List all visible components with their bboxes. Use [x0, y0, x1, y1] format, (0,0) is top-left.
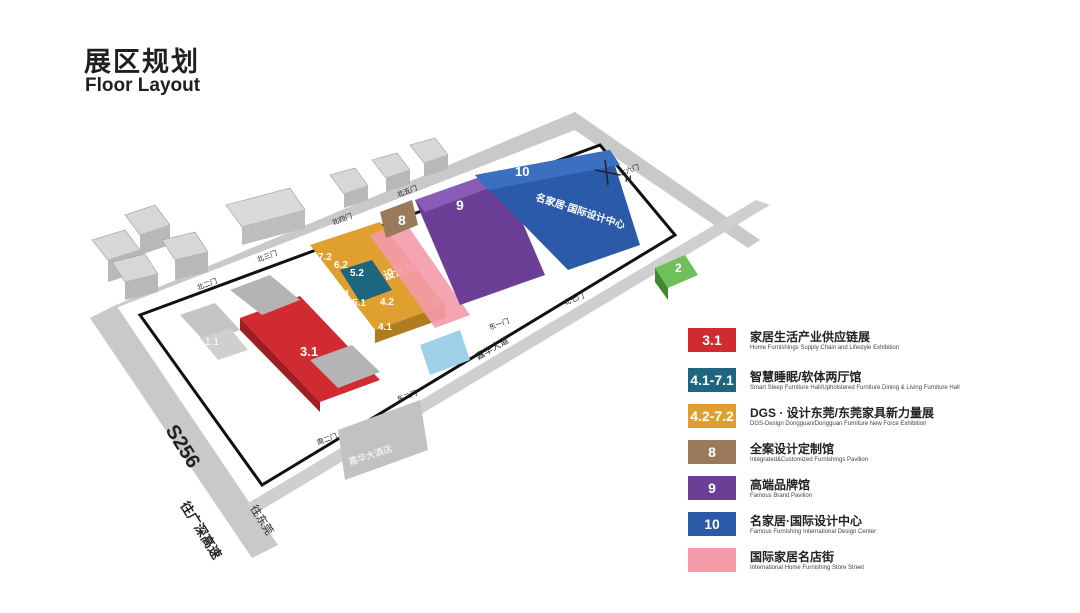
- hall-10[interactable]: 10 名家居·国际设计中心: [475, 150, 640, 270]
- hall-5-2-label: 5.2: [350, 268, 364, 279]
- legend-item-9: 9 高端品牌馆 Famous Brand Pavilion: [688, 476, 1078, 502]
- page-title: 展区规划: [84, 47, 200, 77]
- legend-title: 高端品牌馆: [750, 478, 811, 492]
- legend-item-4-2-7-2: 4.2-7.2 DGS · 设计东莞/东莞家具新力量展 DGS-Design D…: [688, 404, 1078, 430]
- road-north: [90, 112, 588, 318]
- road-north-upper: [560, 112, 760, 248]
- hall-3-1-label: 3.1: [300, 344, 318, 359]
- gate-east-2: 东二门: [396, 388, 419, 404]
- hall-10-label: 10: [515, 164, 529, 179]
- hall-9-label: 9: [456, 197, 464, 213]
- road-to-gz-sz-label: 往广深高速: [177, 499, 224, 562]
- legend-title: 智慧睡眠/软体两厅馆: [750, 370, 862, 384]
- legend-item-8: 8 全案设计定制馆 Integrated&Customized Furnishi…: [688, 440, 1078, 466]
- legend-subtitle: DGS-Design Dongguan/Dongguan Furniture N…: [750, 421, 927, 427]
- road-s256: [90, 305, 278, 558]
- hall-1-1-label: 1.1: [205, 337, 219, 348]
- compass-icon: N: [594, 159, 632, 186]
- legend-subtitle: International Home Furnishing Store Stre…: [750, 565, 865, 571]
- hall-4-1-label: 4.1: [378, 322, 392, 333]
- hall-7-1-label: 7.1: [322, 280, 336, 291]
- legend-swatch: 4.2-7.2: [688, 404, 736, 428]
- hall-4-2-label: 4.2: [380, 297, 394, 308]
- legend-item-store-street: 国际家居名店街 International Home Furnishing St…: [688, 548, 1078, 574]
- legend-swatch: 10: [688, 512, 736, 536]
- legend-title: DGS · 设计东莞/东莞家具新力量展: [750, 406, 935, 420]
- hall-2[interactable]: 2: [655, 255, 698, 300]
- hall-2-label: 2: [675, 261, 682, 275]
- legend-item-4-1-7-1: 4.1-7.1 智慧睡眠/软体两厅馆 Smart Sleep Furniture…: [688, 368, 1078, 394]
- legend-title: 家居生活产业供应链展: [750, 330, 871, 344]
- legend-title: 国际家居名店街: [750, 550, 835, 564]
- grey-block: [200, 328, 248, 360]
- page-subtitle: Floor Layout: [85, 75, 201, 96]
- legend-item-10: 10 名家居·国际设计中心 Famous Furnishing Internat…: [688, 512, 1078, 538]
- legend-subtitle: Famous Furnishing International Design C…: [750, 529, 877, 535]
- legend-item-3-1: 3.1 家居生活产业供应链展 Home Furnishings Supply C…: [688, 328, 1078, 354]
- surrounding-buildings: [91, 137, 449, 480]
- store-street-south[interactable]: [420, 330, 470, 375]
- grey-block: [310, 345, 380, 388]
- legend-title: 名家居·国际设计中心: [750, 514, 862, 528]
- gate-east-1: 东一门: [488, 316, 511, 332]
- legend-swatch: 3.1: [688, 328, 736, 352]
- store-street[interactable]: [370, 222, 470, 328]
- grey-block: [230, 275, 300, 315]
- legend-swatch: 8: [688, 440, 736, 464]
- hall-7-2-label: 7.2: [318, 252, 332, 263]
- hall-6-1-label: 6.1: [336, 289, 350, 300]
- legend-swatch: 9: [688, 476, 736, 500]
- legend-subtitle: Famous Brand Pavilion: [750, 493, 813, 499]
- hall-8-label: 8: [398, 212, 406, 228]
- hall-6-2-label: 6.2: [334, 260, 348, 271]
- hall-5-1-label: 5.1: [352, 298, 366, 309]
- legend-swatch: 4.1-7.1: [688, 368, 736, 392]
- compass-label: N: [625, 174, 632, 184]
- hall-8[interactable]: 8: [380, 200, 418, 238]
- legend-title: 全案设计定制馆: [750, 442, 835, 456]
- legend-subtitle: Home Furnishings Supply Chain and Lifest…: [750, 345, 900, 351]
- legend-swatch: [688, 548, 736, 572]
- legend-subtitle: Smart Sleep Furniture Hall/Upholstered F…: [750, 385, 960, 391]
- legend-subtitle: Integrated&Customized Furnishings Pavili…: [750, 457, 869, 463]
